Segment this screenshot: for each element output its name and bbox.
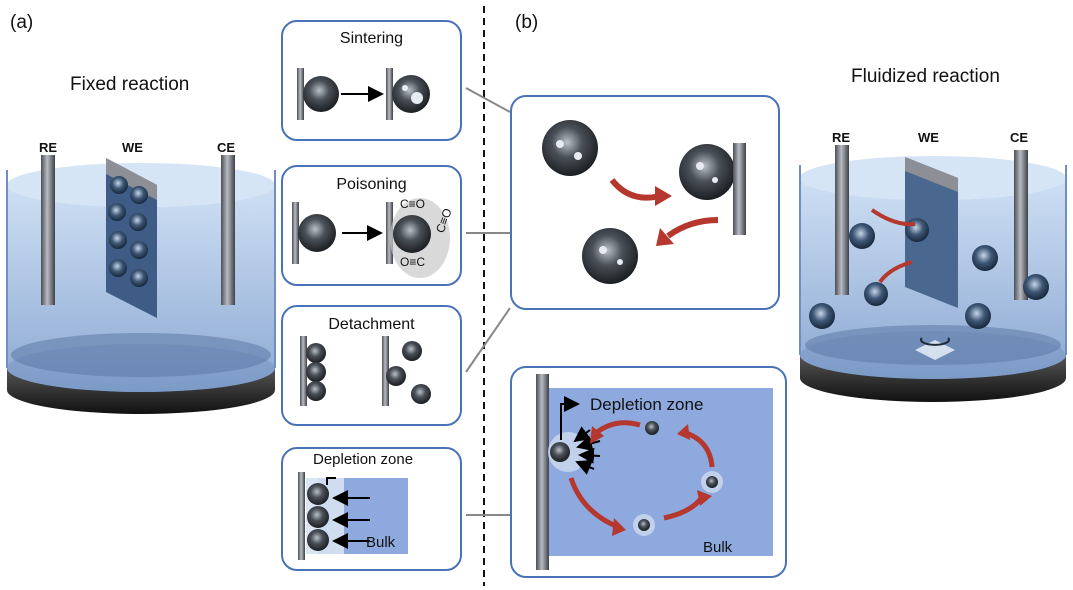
fluidized-collision-box: [510, 95, 780, 310]
re-label-left: RE: [39, 140, 58, 155]
poisoning-title: Poisoning: [336, 176, 407, 193]
attached-nanoparticles: [108, 176, 148, 287]
panel-a-label: (a): [10, 12, 34, 33]
working-electrode: [905, 157, 958, 308]
depletion-zone-small-label: Depletion zone: [313, 451, 414, 468]
sintering-box: Sintering: [281, 20, 462, 141]
detachment-box: Detachment: [281, 305, 462, 426]
bulk-large-label: Bulk: [703, 539, 733, 556]
rebound-arrow: [878, 260, 913, 284]
connector-lines: [465, 87, 511, 516]
counter-electrode: [1014, 150, 1028, 300]
stir-bar: [915, 340, 955, 360]
sintering-title: Sintering: [339, 30, 404, 47]
co-molecule-3: O≡C: [400, 255, 426, 269]
stir-rotation-arrow: [920, 337, 950, 346]
fluidized-reaction-title: Fluidized reaction: [851, 66, 1000, 87]
ce-label-left: CE: [217, 140, 236, 155]
counter-electrode: [221, 155, 235, 305]
fixed-reaction-title: Fixed reaction: [70, 74, 190, 95]
detachment-title: Detachment: [328, 316, 415, 333]
suspended-nanoparticles: [809, 218, 1049, 329]
co-molecule-1: C≡O: [400, 197, 426, 211]
panel-b-label: (b): [515, 12, 539, 33]
reference-electrode: [835, 145, 849, 295]
bulk-small-label: Bulk: [366, 534, 396, 551]
we-label-left: WE: [122, 140, 143, 155]
re-label-right: RE: [832, 130, 851, 145]
ce-label-right: CE: [1010, 130, 1029, 145]
reference-electrode: [41, 155, 55, 305]
fixed-beaker: [6, 155, 276, 414]
we-label-right: WE: [918, 130, 939, 145]
fluidized-beaker: [799, 145, 1067, 402]
collision-arrow: [870, 208, 916, 227]
depletion-zone-large-label: Depletion zone: [590, 395, 704, 414]
